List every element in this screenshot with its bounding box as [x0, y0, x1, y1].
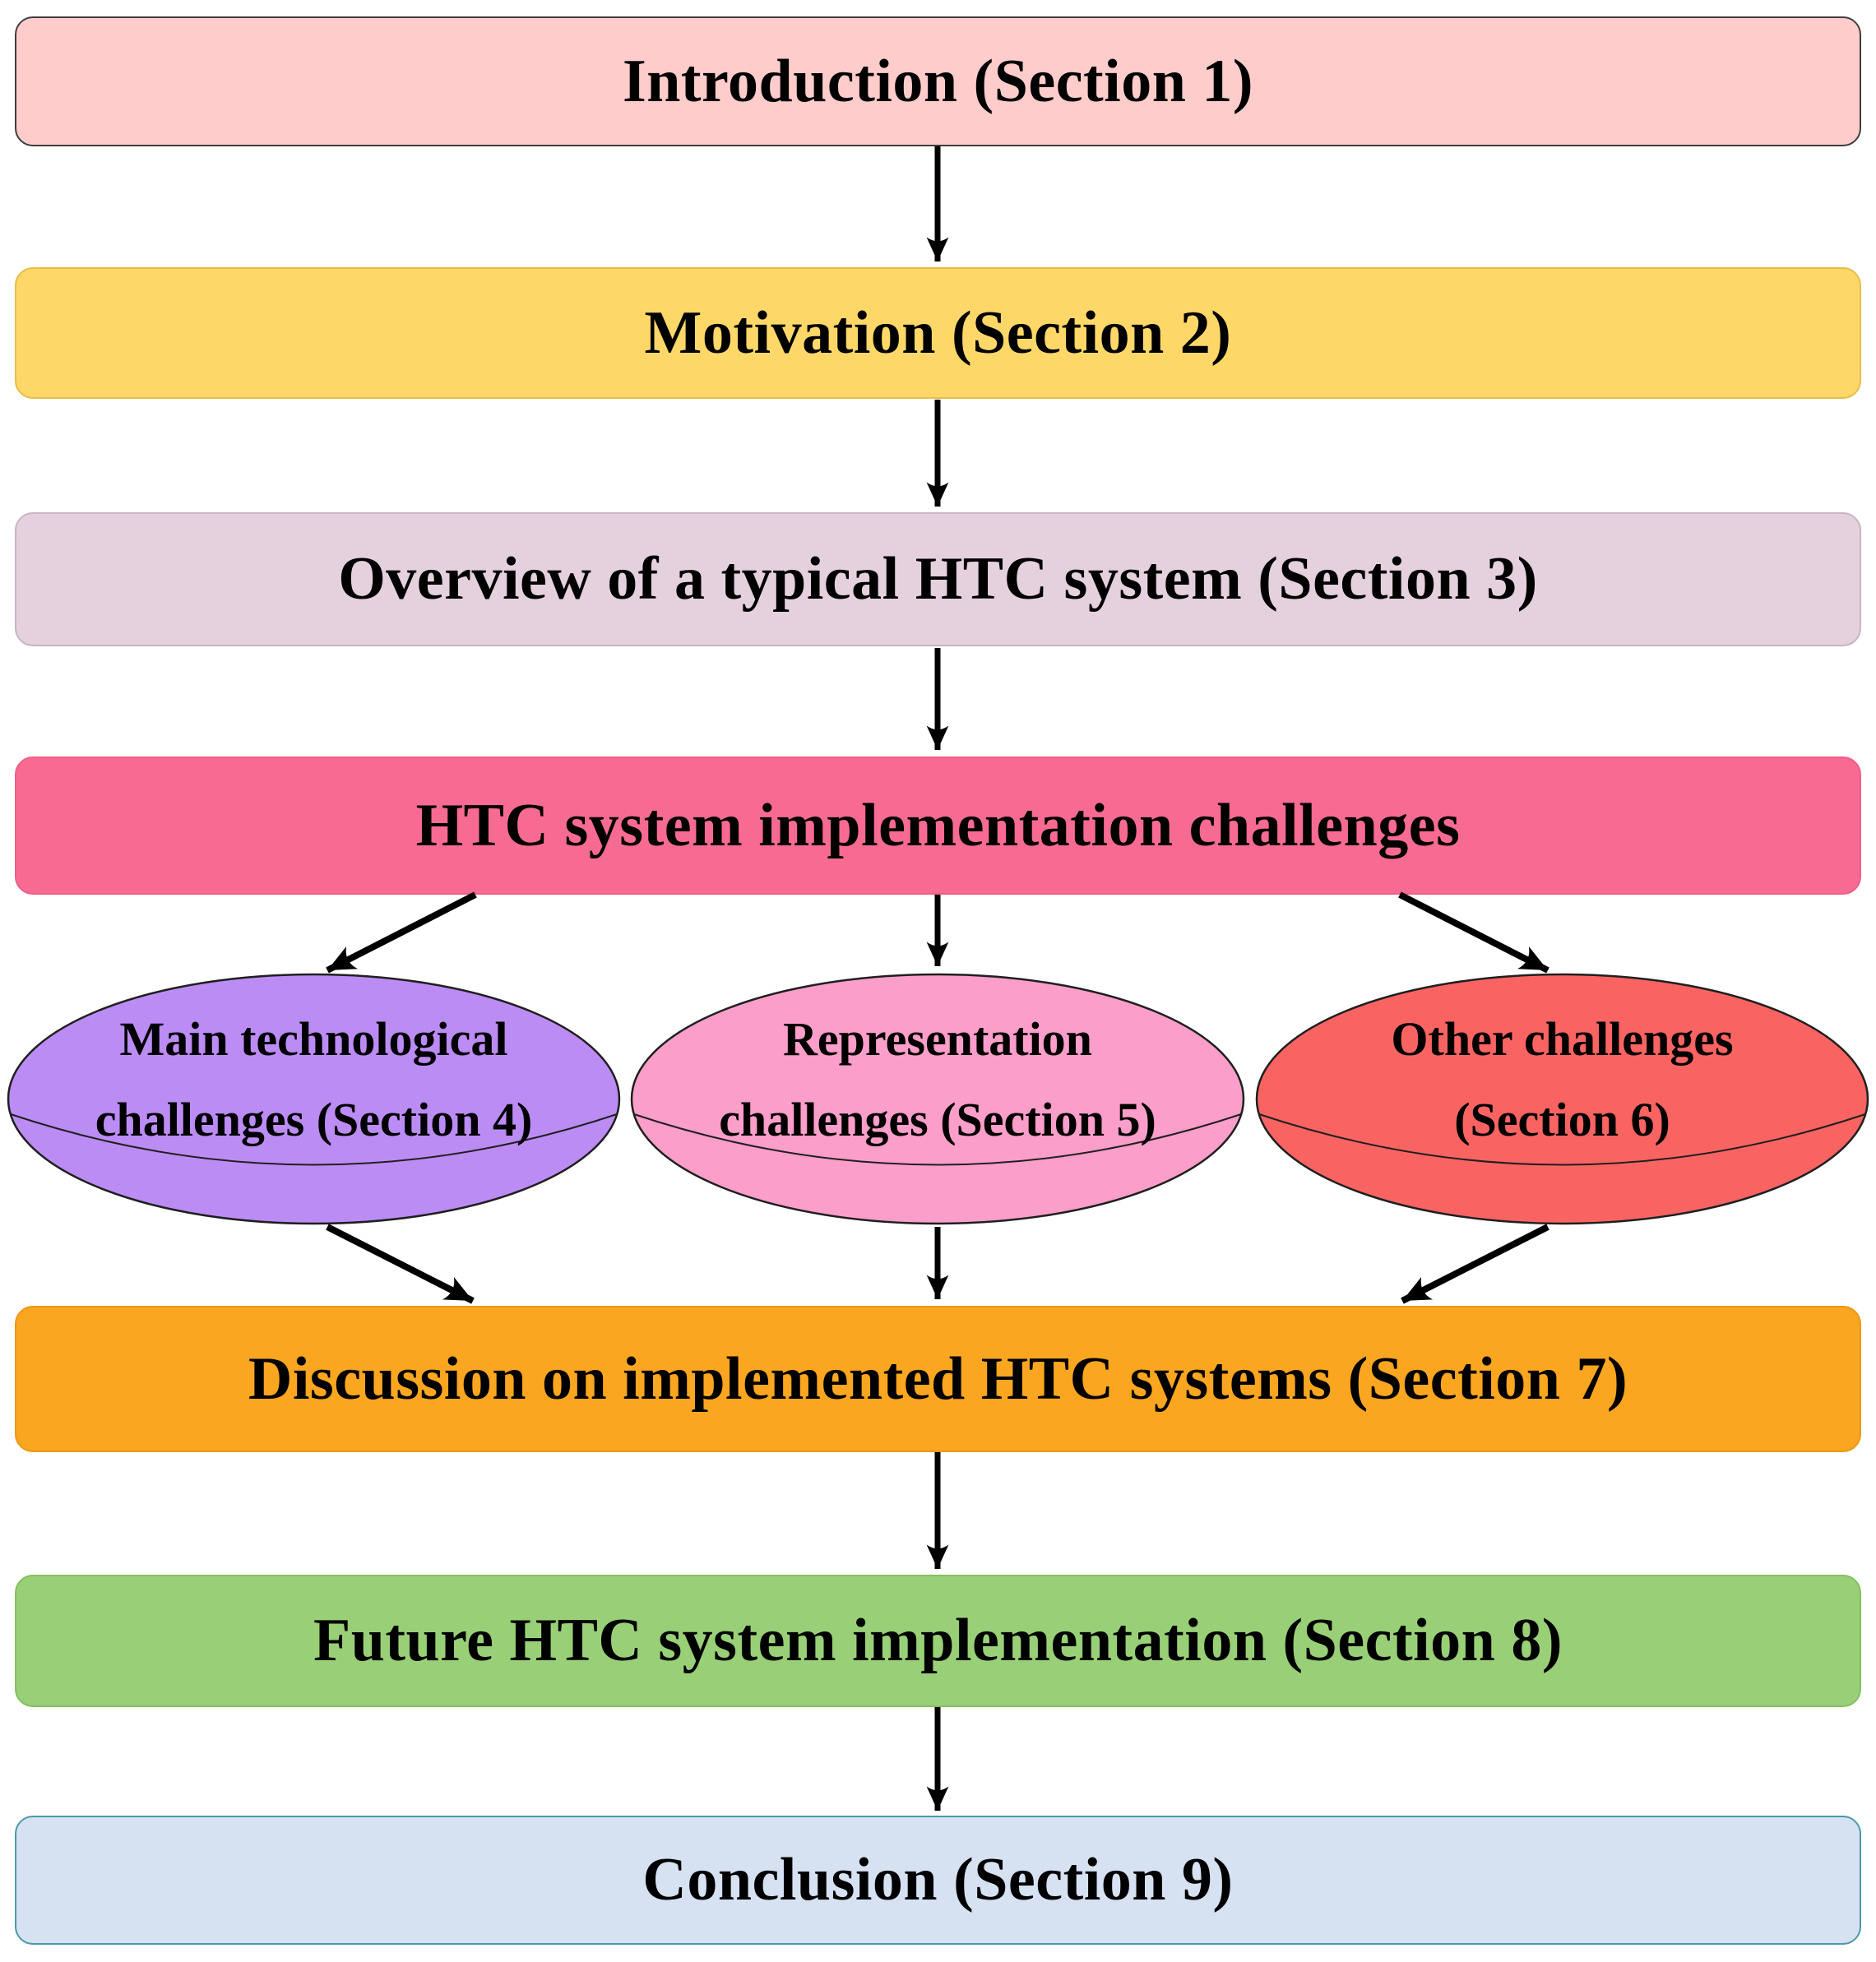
disk-rim-arc	[1258, 1113, 1866, 1166]
node-label-motivation: Motivation (Section 2)	[644, 298, 1232, 367]
node-label-discussion: Discussion on implemented HTC systems (S…	[248, 1344, 1628, 1413]
node-label-conclusion: Conclusion (Section 9)	[642, 1846, 1234, 1913]
disk-label-other: Other challenges (Section 6)	[1255, 953, 1869, 1205]
node-label-future: Future HTC system implementation (Sectio…	[313, 1607, 1563, 1674]
arrow-technological-to-discussion	[326, 1224, 475, 1304]
flowchart-node-discussion: Discussion on implemented HTC systems (S…	[15, 1306, 1861, 1452]
disk-rim-arc	[633, 1113, 1242, 1166]
flowchart-disk-technological-challenges: Main technological challenges (Section 4…	[7, 973, 621, 1225]
disk-shape-technological	[7, 973, 621, 1225]
flowchart-node-conclusion: Conclusion (Section 9)	[15, 1816, 1861, 1945]
disk-shape-representation	[630, 973, 1245, 1225]
flowchart-node-introduction: Introduction (Section 1)	[15, 16, 1861, 146]
disk-label-other-line1: Other challenges	[1391, 1012, 1734, 1067]
flowchart-node-overview: Overview of a typical HTC system (Sectio…	[15, 512, 1861, 646]
node-label-challenges: HTC system implementation challenges	[415, 791, 1461, 859]
disk-label-technological-line1: Main technological	[119, 1012, 508, 1067]
arrow-other-to-discussion	[1401, 1224, 1549, 1304]
node-label-introduction: Introduction (Section 1)	[622, 47, 1254, 115]
flowchart-disk-representation-challenges: Representation challenges (Section 5)	[630, 973, 1245, 1225]
disk-label-technological-line2: challenges (Section 4)	[95, 1092, 533, 1146]
node-label-overview: Overview of a typical HTC system (Sectio…	[338, 545, 1538, 613]
flowchart-node-future: Future HTC system implementation (Sectio…	[15, 1575, 1861, 1707]
flowchart-node-motivation: Motivation (Section 2)	[15, 267, 1861, 399]
disk-label-technological: Main technological challenges (Section 4…	[7, 953, 621, 1205]
disk-rim-arc	[10, 1113, 618, 1166]
disk-label-representation: Representation challenges (Section 5)	[630, 953, 1245, 1205]
disk-label-representation-line2: challenges (Section 5)	[719, 1092, 1156, 1146]
flowchart-disk-other-challenges: Other challenges (Section 6)	[1255, 973, 1869, 1225]
disk-label-other-line2: (Section 6)	[1454, 1092, 1670, 1146]
disk-shape-other	[1255, 973, 1869, 1225]
disk-label-representation-line1: Representation	[783, 1012, 1092, 1067]
flowchart-node-challenges: HTC system implementation challenges	[15, 757, 1861, 895]
